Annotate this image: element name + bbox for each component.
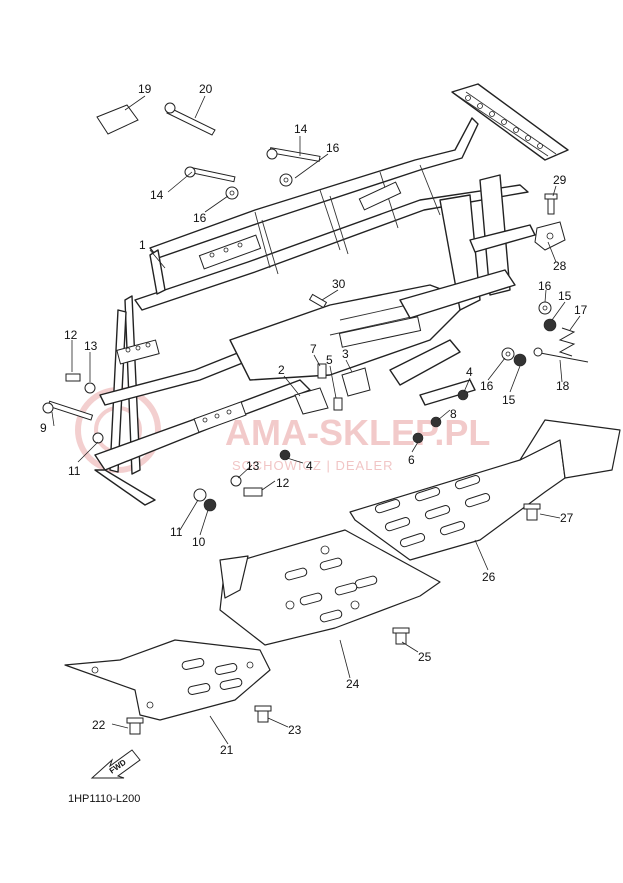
callout-23: 23	[288, 723, 302, 737]
callout-16b: 16	[193, 211, 207, 225]
callout-15a: 15	[558, 289, 572, 303]
callout-26: 26	[482, 570, 496, 584]
skid-plate-24	[219, 529, 441, 646]
callout-21: 21	[220, 743, 234, 757]
watermark-main-text: AMA-SKLEP.PL	[225, 412, 490, 453]
diagram-code: 1HP1110-L200	[68, 793, 140, 805]
callout-1: 1	[139, 238, 146, 252]
callout-18: 18	[556, 379, 570, 393]
main-frame	[94, 83, 569, 506]
callout-29: 29	[553, 173, 567, 187]
callout-4b: 4	[306, 459, 313, 473]
callout-15b: 15	[502, 393, 516, 407]
callout-5: 5	[326, 353, 333, 367]
callout-24: 24	[346, 677, 360, 691]
watermark-sub-text: SOCHOWICZ | DEALER	[232, 458, 394, 473]
callout-12b: 12	[276, 476, 290, 490]
skid-plate-26	[349, 419, 621, 561]
callout-11a: 11	[68, 464, 81, 478]
callout-14b: 14	[150, 188, 164, 202]
callout-8: 8	[450, 407, 457, 421]
fwd-arrow-icon: FWD	[90, 749, 141, 779]
callout-2: 2	[278, 363, 285, 377]
callout-25: 25	[418, 650, 432, 664]
callout-11b: 11	[170, 525, 183, 539]
callout-4a: 4	[466, 365, 473, 379]
callout-17: 17	[574, 303, 588, 317]
callout-numbers: 19 20 14 16 14 16 1 29 28 30 16 15 17 18…	[40, 82, 588, 757]
callout-16d: 16	[480, 379, 494, 393]
callout-16a: 16	[326, 141, 340, 155]
watermark: AMA-SKLEP.PL SOCHOWICZ | DEALER	[75, 387, 490, 473]
callout-22: 22	[92, 718, 106, 732]
callout-20: 20	[199, 82, 213, 96]
label-plate-19	[96, 104, 139, 135]
skid-plate-21	[64, 639, 272, 735]
callout-13a: 13	[84, 339, 98, 353]
callout-7: 7	[310, 342, 317, 356]
callout-14a: 14	[294, 122, 308, 136]
leader-lines	[51, 95, 581, 745]
callout-27: 27	[560, 511, 574, 525]
callout-19: 19	[138, 82, 152, 96]
callout-30: 30	[332, 277, 346, 291]
callout-12a: 12	[64, 328, 78, 342]
callout-10: 10	[192, 535, 206, 549]
callout-6: 6	[408, 453, 415, 467]
callout-13b: 13	[246, 459, 260, 473]
callout-9: 9	[40, 421, 47, 435]
callout-16c: 16	[538, 279, 552, 293]
callout-28: 28	[553, 259, 567, 273]
hardware-parts	[42, 102, 589, 512]
callout-3: 3	[342, 347, 349, 361]
